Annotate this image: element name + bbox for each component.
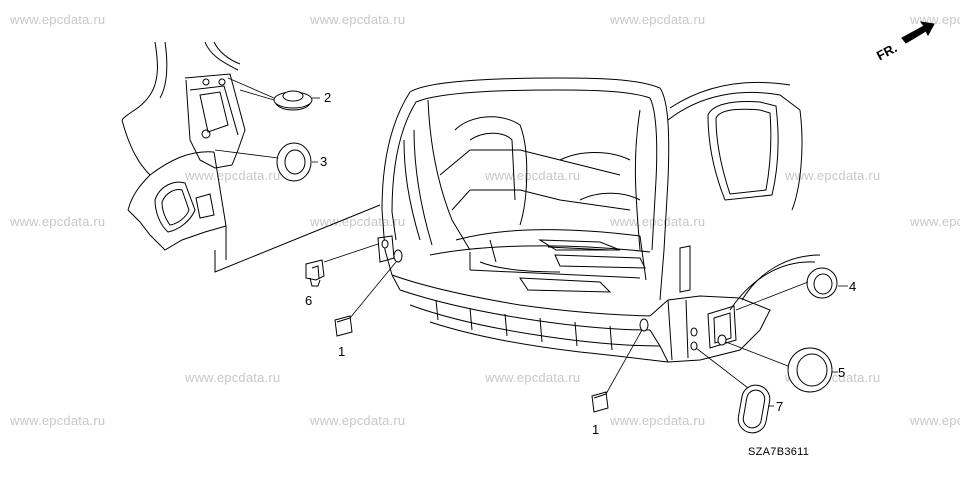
watermark: www.epcdata.ru bbox=[610, 214, 706, 229]
watermark: www.epcdata.ru bbox=[485, 370, 581, 385]
watermark: www.epcdata.ru bbox=[310, 12, 406, 27]
watermark: www.epcdata.ru bbox=[10, 214, 106, 229]
leader-line bbox=[239, 89, 275, 101]
part-1-plug-lower bbox=[591, 391, 609, 413]
callout-1: 1 bbox=[338, 344, 346, 359]
watermark: www.epcdata.ru bbox=[910, 214, 960, 229]
watermark: www.epcdata.ru bbox=[310, 413, 406, 428]
leader-line bbox=[214, 149, 279, 159]
watermark: www.epcdata.ru bbox=[610, 12, 706, 27]
part-4-grommet bbox=[806, 267, 838, 299]
callout-3: 3 bbox=[320, 154, 328, 169]
part-3-grommet bbox=[276, 142, 312, 182]
callout-4: 4 bbox=[849, 279, 857, 294]
part-2-clip bbox=[273, 90, 313, 111]
detail-view-quarter-panel bbox=[121, 41, 246, 260]
watermark: www.epcdata.ru bbox=[185, 168, 281, 183]
detail-bracket-line bbox=[214, 204, 381, 273]
diagram-code: SZA7B3611 bbox=[748, 446, 810, 458]
leader-line bbox=[605, 329, 643, 395]
callout-2: 2 bbox=[324, 90, 332, 105]
watermark: www.epcdata.ru bbox=[910, 413, 960, 428]
leader-line bbox=[227, 77, 275, 99]
leader-line bbox=[725, 341, 789, 367]
callout-7: 7 bbox=[776, 399, 784, 414]
watermark: www.epcdata.ru bbox=[785, 168, 881, 183]
watermark: www.epcdata.ru bbox=[310, 214, 406, 229]
part-5-grommet bbox=[787, 347, 833, 393]
watermark: www.epcdata.ru bbox=[10, 413, 106, 428]
front-direction-arrow-icon bbox=[901, 21, 935, 44]
callout-6: 6 bbox=[305, 293, 313, 308]
callout-5: 5 bbox=[838, 365, 846, 380]
callout-1: 1 bbox=[592, 422, 600, 437]
leader-line bbox=[349, 261, 397, 319]
leader-line bbox=[695, 347, 749, 389]
watermark: www.epcdata.ru bbox=[185, 370, 281, 385]
watermark: www.epcdata.ru bbox=[10, 12, 106, 27]
watermark: www.epcdata.ru bbox=[485, 168, 581, 183]
part-6-clip bbox=[305, 259, 325, 287]
part-7-seal bbox=[737, 384, 771, 434]
part-1-plug-left bbox=[334, 315, 353, 337]
vehicle-rear-body bbox=[377, 77, 821, 363]
leader-line bbox=[735, 281, 809, 311]
leader-line bbox=[323, 243, 379, 263]
watermark: www.epcdata.ru bbox=[610, 413, 706, 428]
